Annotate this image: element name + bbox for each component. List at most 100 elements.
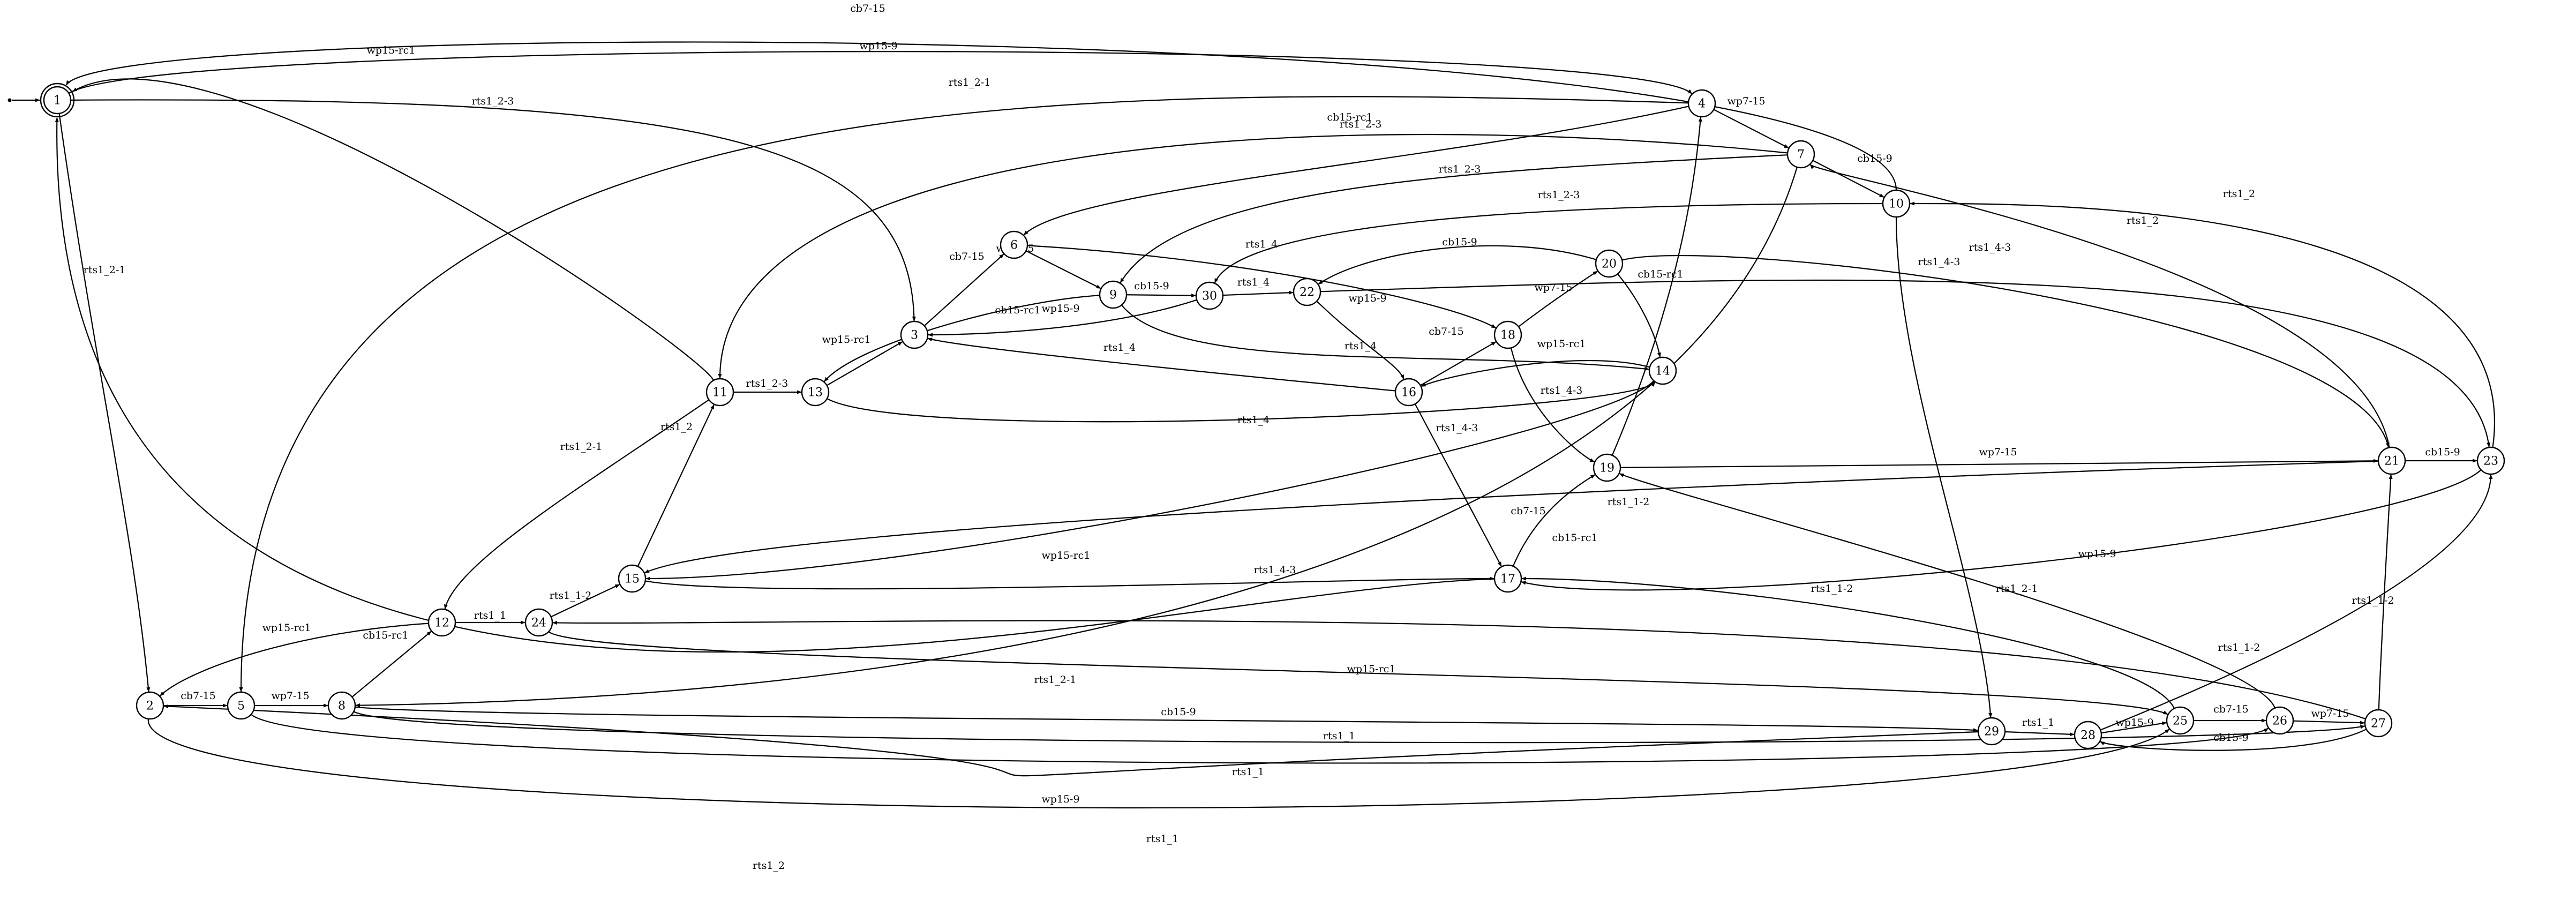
edge-8-to-12 <box>351 631 432 698</box>
state-node-22: 22 <box>1293 278 1321 306</box>
edge-label: cb7-15 <box>1429 326 1464 338</box>
edge-13-to-3 <box>827 341 903 386</box>
edge-9-to-14 <box>1121 304 1650 371</box>
state-circle <box>1195 281 1224 310</box>
edge-label: rts1_2-1 <box>560 441 603 453</box>
edge-label: rts1_4-3 <box>1541 385 1583 396</box>
state-circle <box>2074 721 2102 749</box>
edge-label: wp7-15 <box>1727 95 1765 107</box>
edge-label: rts1_2-1 <box>84 264 126 276</box>
edge-1-to-3 <box>70 99 916 321</box>
edge-label: rts1_1-2 <box>550 590 592 602</box>
edge-label: wp15-rc1 <box>262 622 311 634</box>
state-label: 21 <box>2384 455 2399 468</box>
edge-label: wp15-9 <box>2078 548 2116 560</box>
edge-26-to-27 <box>2293 720 2365 725</box>
edge-label: cb7-15 <box>2213 703 2249 715</box>
edge-label: cb15-rc1 <box>995 304 1040 316</box>
state-label: 23 <box>2483 455 2498 468</box>
state-circle <box>2377 446 2406 475</box>
state-node-25: 25 <box>2166 706 2195 735</box>
edge-21-to-15 <box>644 460 2379 574</box>
edge-15-to-11 <box>637 404 715 567</box>
state-node-20: 20 <box>1595 249 1624 278</box>
state-node-30: 30 <box>1195 281 1224 310</box>
state-label: 12 <box>434 617 449 630</box>
state-circle <box>136 691 164 720</box>
edge-1-to-2 <box>58 113 151 693</box>
edge-4-to-5 <box>239 96 1689 692</box>
edge-label: cb7-15 <box>1511 505 1546 517</box>
state-label: 1 <box>54 94 61 108</box>
state-label: 28 <box>2081 729 2096 742</box>
edge-label: rts1_4 <box>1103 342 1136 354</box>
edge-label: cb15-9 <box>1161 706 1196 718</box>
state-circle <box>1648 356 1677 385</box>
edge-label: wp15-9 <box>859 40 897 52</box>
state-node-7: 7 <box>1786 140 1815 169</box>
edge-label: cb15-9 <box>1442 236 1477 248</box>
edge-12-to-2 <box>160 622 429 696</box>
edge-label: cb7-15 <box>850 3 885 14</box>
edge-label: rts1_2-3 <box>1340 118 1382 130</box>
edge-27-to-21 <box>2378 474 2393 710</box>
edge-29-to-28 <box>2004 731 2075 737</box>
edge-25-to-17 <box>1521 576 2175 709</box>
edge-label: rts1_4-3 <box>1436 422 1478 434</box>
edge-19-to-4 <box>1611 117 1702 456</box>
state-node-12: 12 <box>427 608 456 637</box>
state-label: 29 <box>1984 725 1999 739</box>
nodes-layer: 1234567891011121314151617181920212223242… <box>40 82 2505 749</box>
edge-1-to-4 <box>68 51 1693 94</box>
state-label: 22 <box>1300 286 1315 299</box>
state-circle <box>524 608 553 637</box>
edge-17-to-1 <box>55 117 1495 653</box>
state-circle <box>900 320 929 349</box>
edge-20-to-22 <box>1318 245 1597 285</box>
edge-label: rts1_4-3 <box>1969 242 2011 253</box>
state-node-1: 1 <box>40 82 75 118</box>
edge-13-to-14 <box>827 381 1656 423</box>
edge-label: rts1_1-2 <box>1811 583 1853 595</box>
state-node-27: 27 <box>2364 709 2393 738</box>
state-circle <box>1394 378 1423 407</box>
edge-label: rts1_1 <box>2022 717 2054 729</box>
edge-label: rts1_2-3 <box>746 378 788 389</box>
edge-label: rts1_2-1 <box>1996 583 2038 595</box>
state-label: 4 <box>1698 98 1706 111</box>
edge-9-to-13 <box>823 295 1100 382</box>
state-circle <box>1099 280 1128 309</box>
state-circle <box>427 608 456 637</box>
edge-label: wp15-9 <box>1041 303 1079 314</box>
edge-24-to-25 <box>548 631 2168 715</box>
edge-10-to-1 <box>65 41 1897 191</box>
state-label: 7 <box>1797 148 1805 162</box>
state-node-16: 16 <box>1394 378 1423 407</box>
state-label: 15 <box>625 573 640 586</box>
edge-14-to-16 <box>1421 360 1650 387</box>
edges-layer <box>7 41 2495 809</box>
edge-label: rts1_4 <box>1237 276 1270 288</box>
state-label: 16 <box>1401 386 1416 400</box>
state-node-8: 8 <box>327 691 356 720</box>
state-node-19: 19 <box>1593 453 1621 482</box>
edge-28-to-25 <box>2101 721 2167 734</box>
edge-label: wp15-rc1 <box>1347 663 1396 675</box>
edge-label: rts1_2 <box>660 421 693 433</box>
state-node-13: 13 <box>801 378 830 407</box>
edge-label: rts1_4 <box>1245 238 1278 250</box>
state-label: 9 <box>1109 289 1117 302</box>
edge-label: wp7-15 <box>1534 282 1572 294</box>
edge-16-to-18 <box>1420 341 1497 386</box>
edge-label: rts1_4 <box>1237 414 1270 426</box>
state-label: 6 <box>1010 239 1018 252</box>
state-label: 3 <box>911 329 918 342</box>
edge-label: cb15-9 <box>1857 153 1892 164</box>
edge-label: wp7-15 <box>2311 708 2349 719</box>
edge-28-to-23 <box>2100 474 2493 731</box>
state-circle <box>2476 446 2505 475</box>
state-circle <box>1882 189 1911 218</box>
edge-label: wp7-15 <box>271 690 309 702</box>
state-circle <box>327 691 356 720</box>
